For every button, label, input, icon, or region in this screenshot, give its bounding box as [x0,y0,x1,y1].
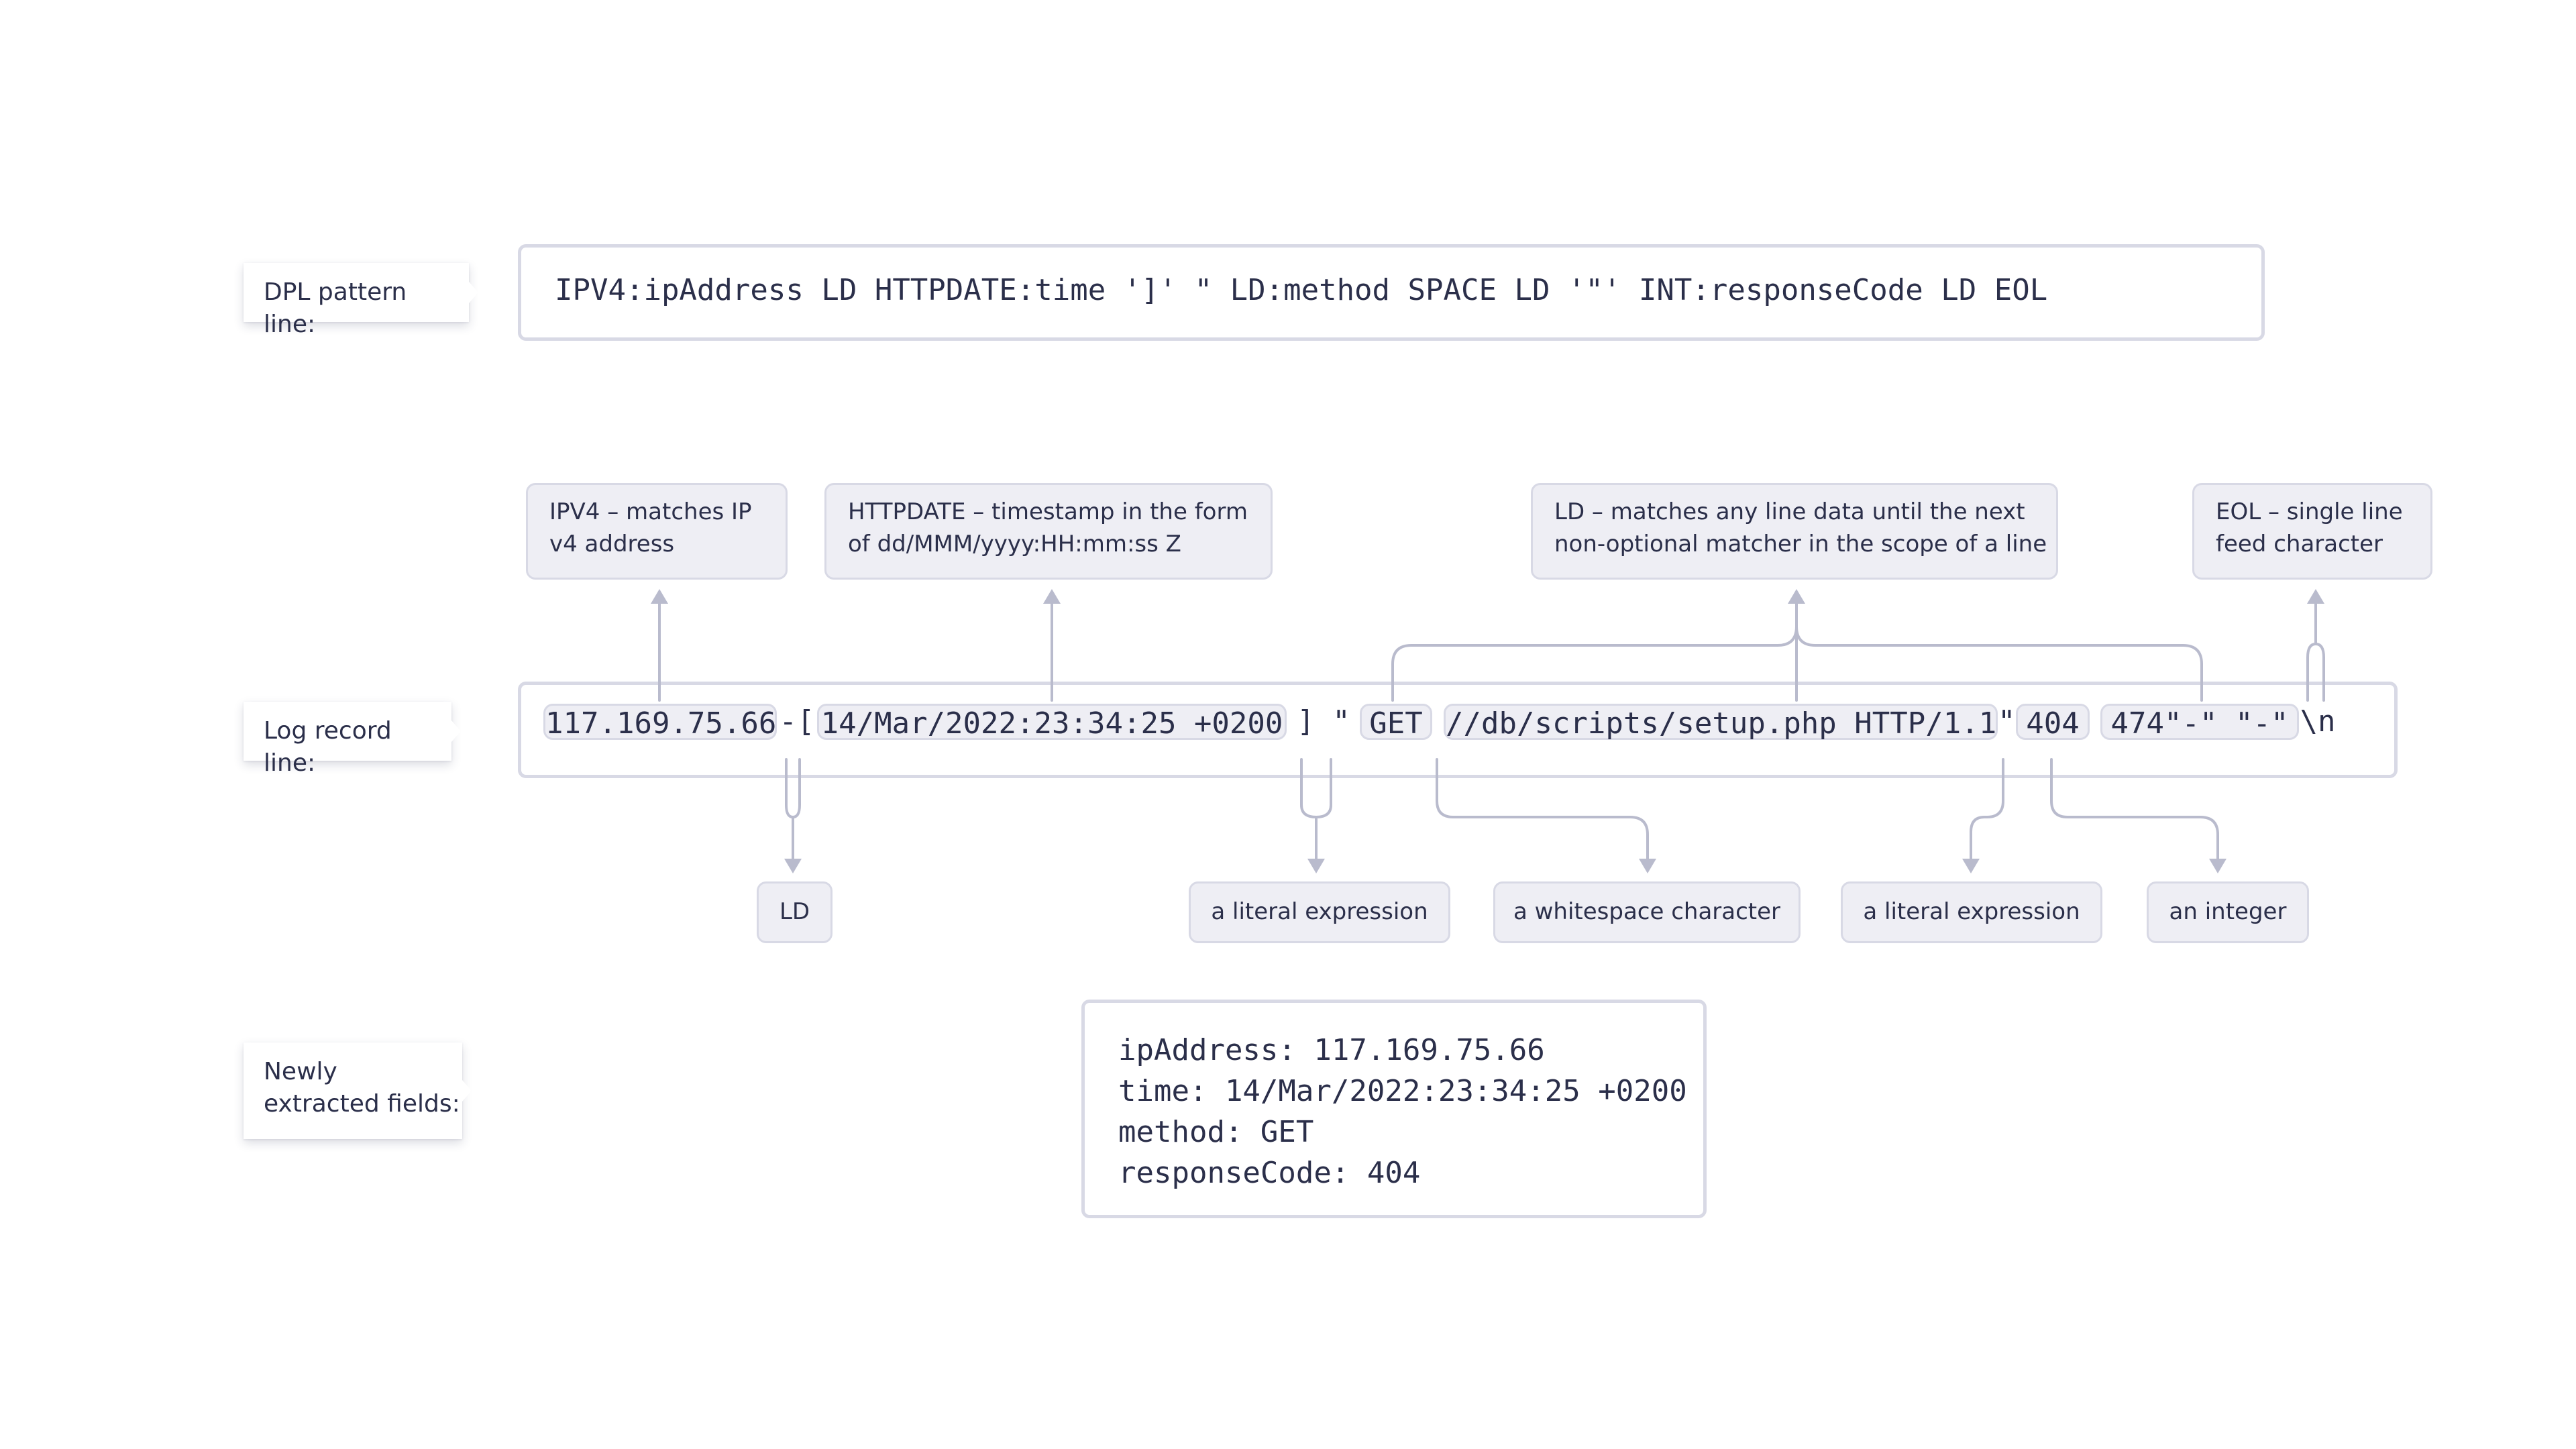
note-ipv4-line-1: IPV4 – matches IP [549,498,752,525]
note-httpdate-line-2: of dd/MMM/yyyy:HH:mm:ss Z [848,531,1181,557]
note-bottom-literal-2-text: a literal expression [1863,898,2080,925]
note-bottom-int-text: an integer [2169,898,2287,925]
extracted-fields-label-line-2: extracted fields: [264,1090,460,1118]
log-record-label: Log record line: [244,702,461,777]
arrow-ld [1788,589,1805,604]
log-token-tail: 474"-" "-" [2100,704,2299,741]
note-ld-line-1: LD – matches any line data until the nex… [1554,498,2025,525]
note-ipv4-line-2: v4 address [549,531,675,557]
note-ld-line-2: non-optional matcher in the scope of a l… [1554,531,2047,557]
log-token-eol: \n [2300,704,2336,739]
arrow-bottom-literal-2 [1962,859,1980,873]
note-ipv4: IPV4 – matches IP v4 address [526,483,788,580]
dpl-pattern-label-text: DPL pattern line: [264,278,407,338]
log-token-httpdate: 14/Mar/2022:23:34:25 +0200 [817,704,1287,741]
arrow-bottom-ld [784,859,802,873]
log-token-method: GET [1360,704,1432,741]
dpl-pattern-box: IPV4:ipAddress LD HTTPDATE:time ']' " LD… [518,244,2265,341]
note-httpdate: HTTPDATE – timestamp in the form of dd/M… [824,483,1273,580]
arrow-bottom-space [1639,859,1656,873]
field-response-code: responseCode: 404 [1118,1156,1421,1190]
field-time: time: 14/Mar/2022:23:34:25 +0200 [1118,1074,1687,1108]
arrow-httpdate [1043,589,1061,604]
field-method: method: GET [1118,1115,1314,1149]
extracted-fields-list: ipAddress: 117.169.75.66 time: 14/Mar/20… [1118,1030,1687,1193]
note-eol-line-1: EOL – single line [2216,498,2403,525]
extracted-fields-box: ipAddress: 117.169.75.66 time: 14/Mar/20… [1081,1000,1707,1218]
arrow-bottom-int [2209,859,2226,873]
log-token-path: //db/scripts/setup.php HTTP/1.1 [1444,704,1998,741]
note-httpdate-line-1: HTTPDATE – timestamp in the form [848,498,1248,525]
field-ip-address: ipAddress: 117.169.75.66 [1118,1033,1545,1067]
note-bottom-literal-2: a literal expression [1841,881,2102,943]
extracted-fields-label-line-1: Newly [264,1058,337,1085]
note-bottom-space-text: a whitespace character [1513,898,1781,925]
note-bottom-literal-1: a literal expression [1189,881,1450,943]
note-bottom-int: an integer [2147,881,2309,943]
note-eol-line-2: feed character [2216,531,2383,557]
note-bottom-ld: LD [757,881,833,943]
log-token-code: 404 [2016,704,2090,741]
arrow-ipv4 [651,589,668,604]
dpl-pattern-text: IPV4:ipAddress LD HTTPDATE:time ']' " LD… [555,273,2048,307]
extracted-fields-label: Newly extracted fields: [244,1042,472,1139]
note-eol: EOL – single line feed character [2192,483,2432,580]
note-ld: LD – matches any line data until the nex… [1531,483,2058,580]
log-record-box: 117.169.75.66 -[ 14/Mar/2022:23:34:25 +0… [518,682,2398,778]
arrow-bottom-literal-1 [1307,859,1325,873]
arrow-eol [2307,589,2324,604]
log-token-bracket-quote: ] " [1297,704,1350,739]
log-token-dash-bracket: -[ [779,704,815,739]
note-bottom-ld-text: LD [779,898,810,925]
log-record-label-text: Log record line: [264,717,392,777]
log-token-ip: 117.169.75.66 [543,704,777,741]
dpl-pattern-label: DPL pattern line: [244,263,478,338]
note-bottom-space: a whitespace character [1493,881,1801,943]
note-bottom-literal-1-text: a literal expression [1211,898,1428,925]
log-token-quote: " [1998,704,2016,739]
